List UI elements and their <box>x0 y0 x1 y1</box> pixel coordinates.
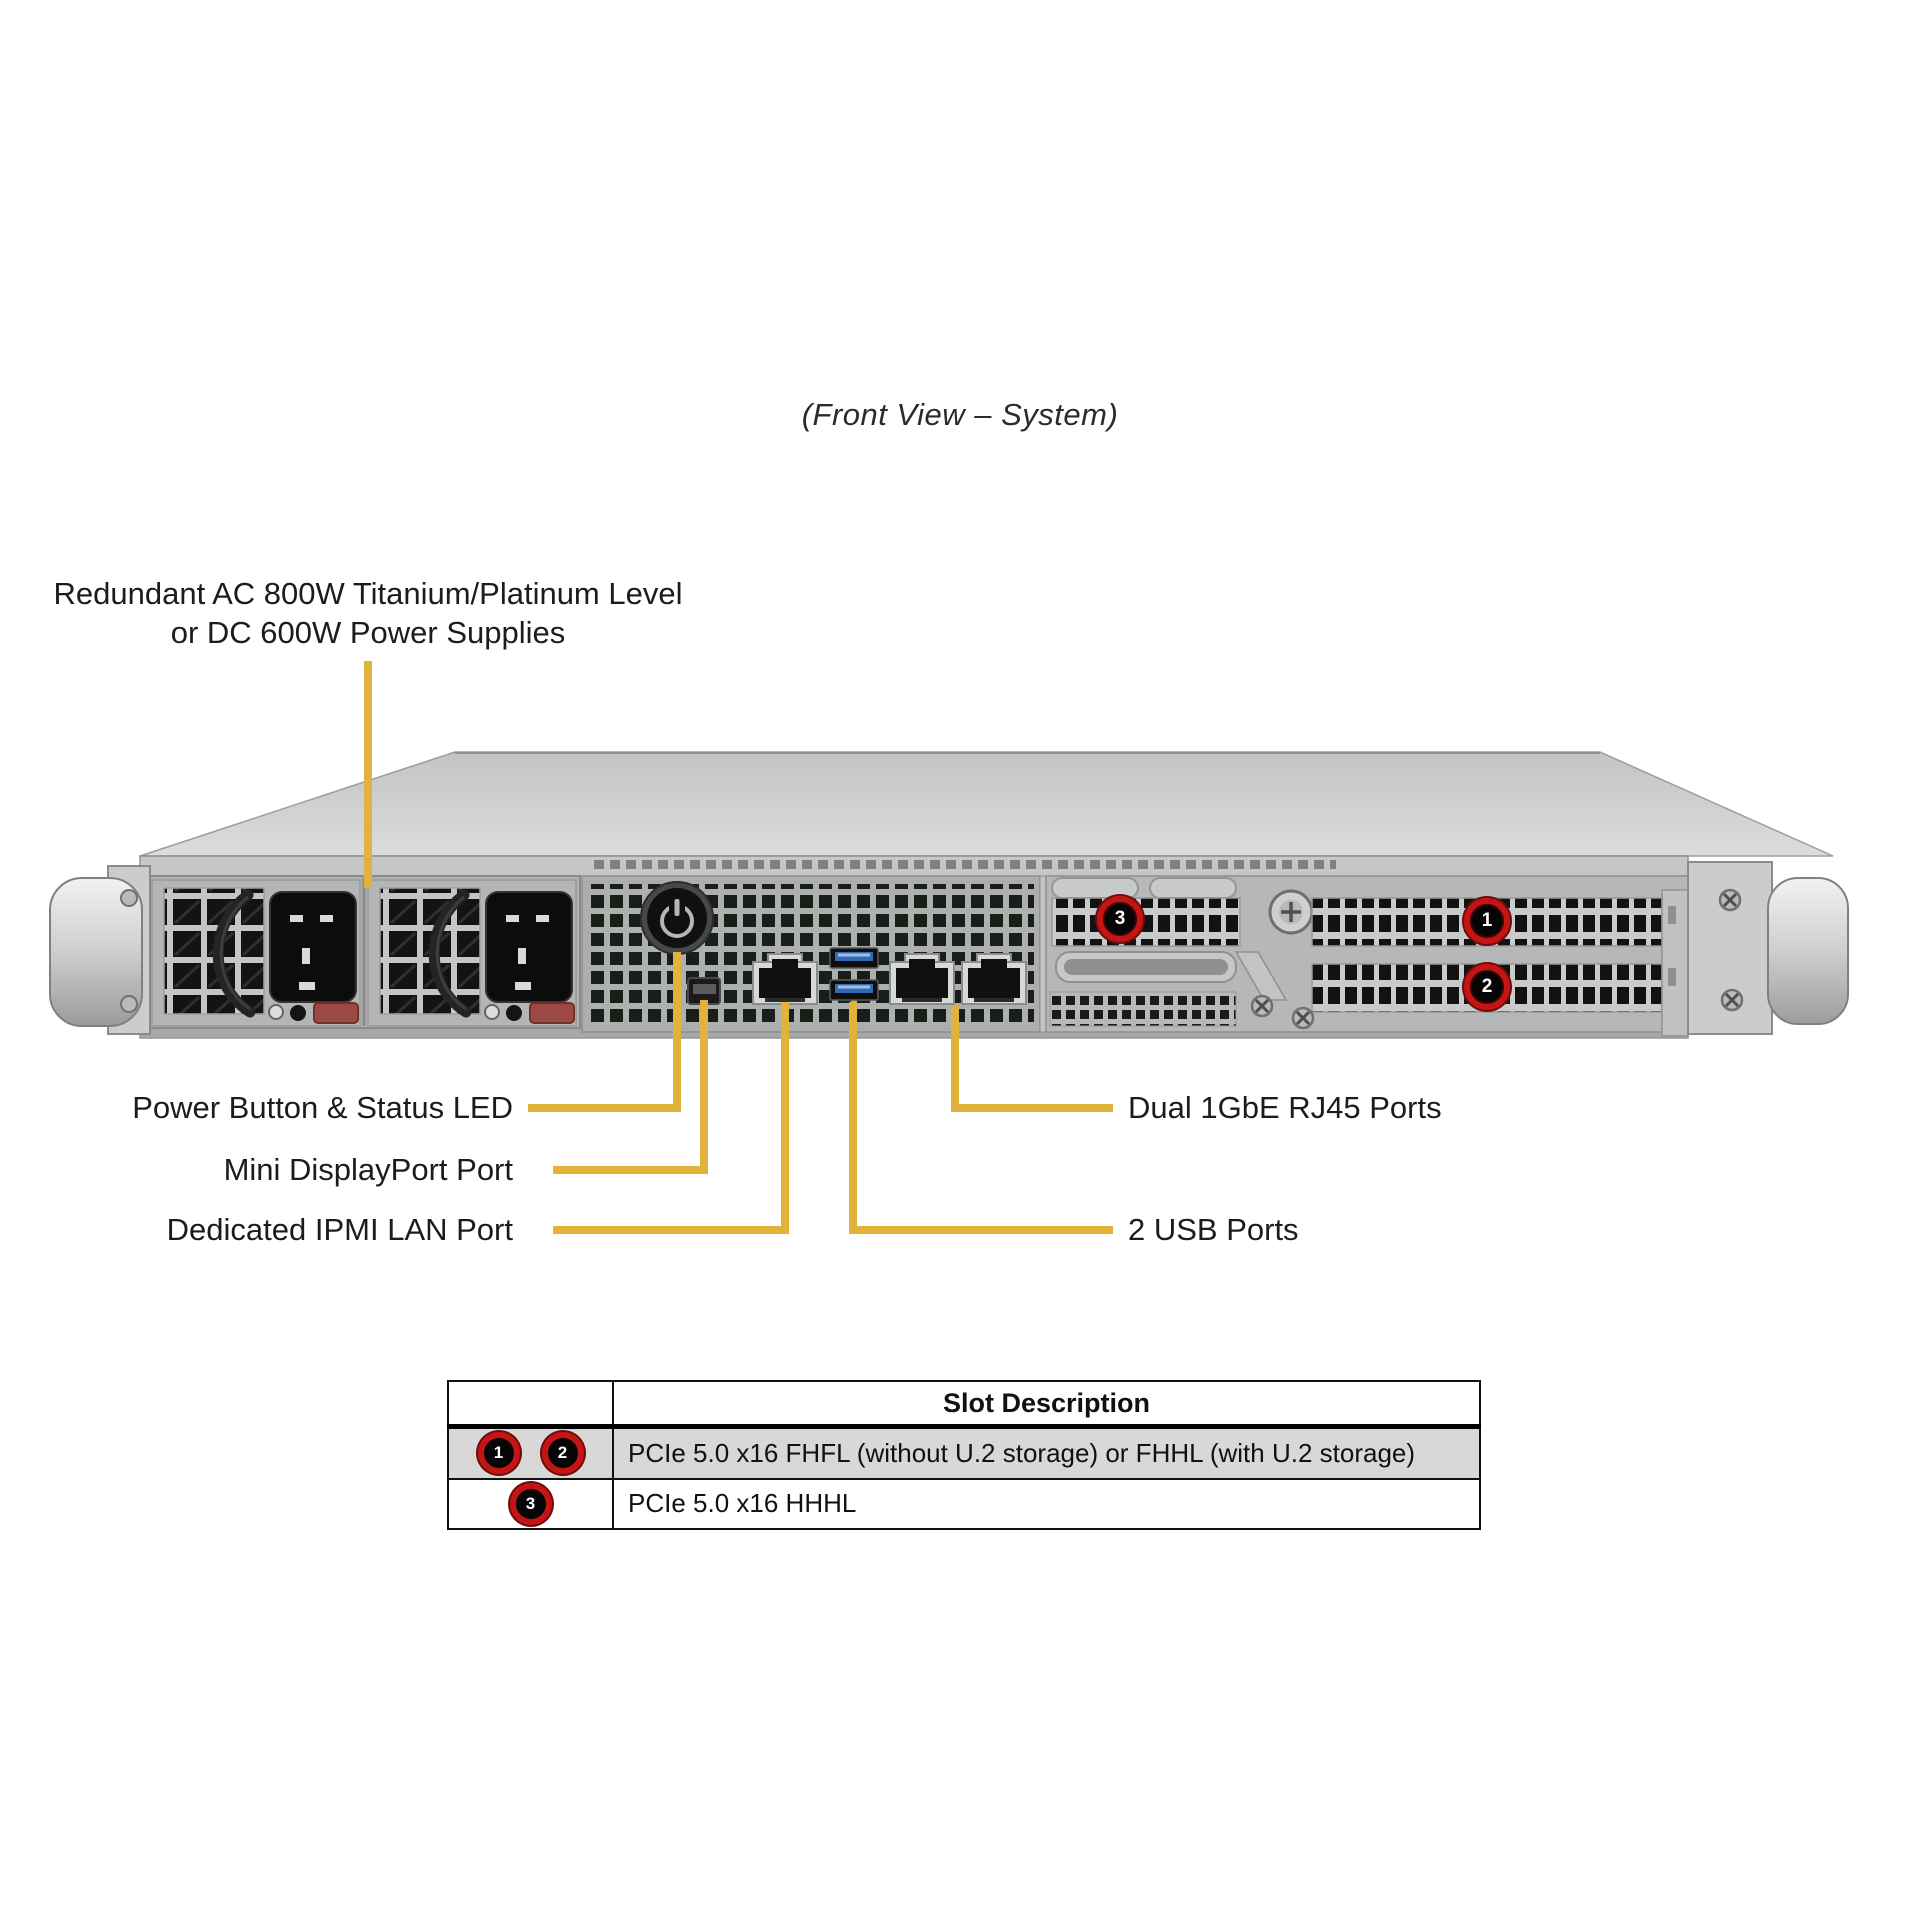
psu2-status-led <box>484 1004 500 1020</box>
power-button-label: Power Button & Status LED <box>132 1090 513 1125</box>
ipmi-lan-label: Dedicated IPMI LAN Port <box>166 1212 513 1247</box>
power-button <box>640 881 714 955</box>
left-rack-ear <box>49 865 151 1035</box>
ipmi-lan-port <box>752 953 818 1005</box>
psu2-release-latch <box>529 1002 575 1024</box>
callout-line-psu-vertical <box>364 661 372 888</box>
lan-port-1 <box>889 953 955 1005</box>
slot-description-cell: PCIe 5.0 x16 HHHL <box>612 1477 1481 1530</box>
psu-callout-label: Redundant AC 800W Titanium/Platinum Leve… <box>38 574 698 652</box>
table-slot3-badge: 3 <box>509 1482 552 1525</box>
chassis-slot2-badge: 2 <box>1464 964 1510 1010</box>
slot-description-cell: PCIe 5.0 x16 FHFL (without U.2 storage) … <box>612 1425 1481 1480</box>
callout-line-rj45-vertical <box>951 1006 959 1112</box>
psu1-release-latch <box>313 1002 359 1024</box>
psu-module-1 <box>151 879 361 1027</box>
pcie-riser-area <box>1039 875 1689 1037</box>
diagram-title: (Front View – System) <box>801 397 1119 432</box>
callout-line-usb-horizontal <box>849 1226 1113 1234</box>
dual-rj45-label: Dual 1GbE RJ45 Ports <box>1128 1090 1442 1125</box>
callout-line-power-horizontal <box>528 1104 681 1112</box>
psu-module-2 <box>367 879 577 1027</box>
chassis-slot3-badge: 3 <box>1097 896 1143 942</box>
io-panel <box>581 875 1041 1033</box>
left-handle <box>49 877 143 1027</box>
table-slot2-badge: 2 <box>541 1432 584 1475</box>
callout-line-minidp-horizontal <box>553 1166 708 1174</box>
slot-description-column-header: Slot Description <box>612 1380 1481 1429</box>
table-row: 3 PCIe 5.0 x16 HHHL <box>447 1477 1481 1530</box>
right-rack-ear <box>1687 861 1849 1035</box>
right-handle <box>1767 877 1849 1025</box>
mini-displayport-label: Mini DisplayPort Port <box>223 1152 513 1187</box>
callout-line-usb-vertical <box>849 1002 857 1234</box>
table-slot1-badge: 1 <box>477 1432 520 1475</box>
chassis-top-cover <box>139 751 1834 857</box>
usb-ports-label: 2 USB Ports <box>1128 1212 1299 1247</box>
callout-line-power-vertical <box>673 952 681 1112</box>
callout-line-ipmi-vertical <box>781 1002 789 1234</box>
vent-strip <box>592 858 1336 871</box>
callout-line-ipmi-horizontal <box>553 1226 789 1234</box>
callout-line-rj45-horizontal <box>951 1104 1113 1112</box>
psu-bay <box>147 875 581 1029</box>
slot-number-column-header <box>447 1380 614 1429</box>
callout-line-minidp-vertical <box>700 1000 708 1174</box>
thumbscrew <box>1268 889 1314 935</box>
table-header-row: Slot Description <box>447 1380 1481 1429</box>
slot-numbers-cell: 3 <box>447 1477 614 1530</box>
chassis-slot1-badge: 1 <box>1464 898 1510 944</box>
lan-port-2 <box>961 953 1027 1005</box>
pcie-slot3-grille <box>1051 897 1241 947</box>
psu-callout-line1: Redundant AC 800W Titanium/Platinum Leve… <box>53 576 683 611</box>
psu1-status-led <box>268 1004 284 1020</box>
psu-callout-line2: or DC 600W Power Supplies <box>170 615 566 650</box>
